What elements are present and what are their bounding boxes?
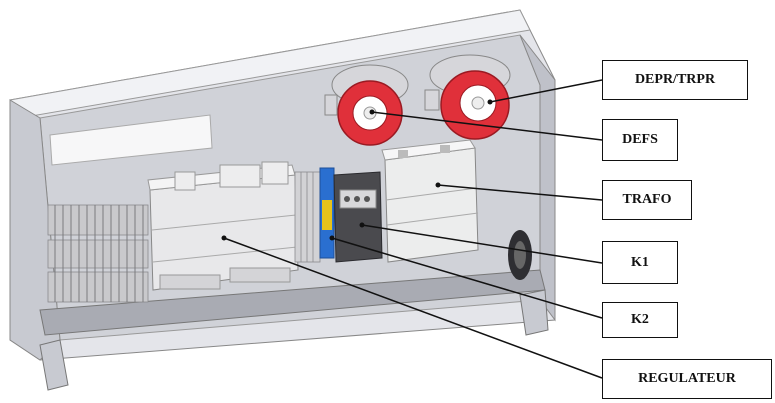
leader-k2 [331,237,603,319]
relay-k1-k2 [319,167,383,263]
label-k1: K1 [602,241,678,284]
leader-k1 [361,224,603,264]
label-k2: K2 [602,302,678,338]
trafo-module [381,139,479,263]
leader-trafo [437,184,603,201]
leader-depr-trpr [489,79,603,103]
regulateur-module [147,161,299,291]
label-depr-trpr: DEPR/TRPR [602,60,748,100]
label-regulateur: REGULATEUR [602,359,772,399]
terminal-blocks [47,204,149,303]
leader-defs [371,111,603,141]
relay-terminals [294,171,321,263]
leader-lines [223,79,603,379]
label-defs: DEFS [602,119,678,161]
label-trafo: TRAFO [602,180,692,220]
leader-regulateur [223,237,603,379]
